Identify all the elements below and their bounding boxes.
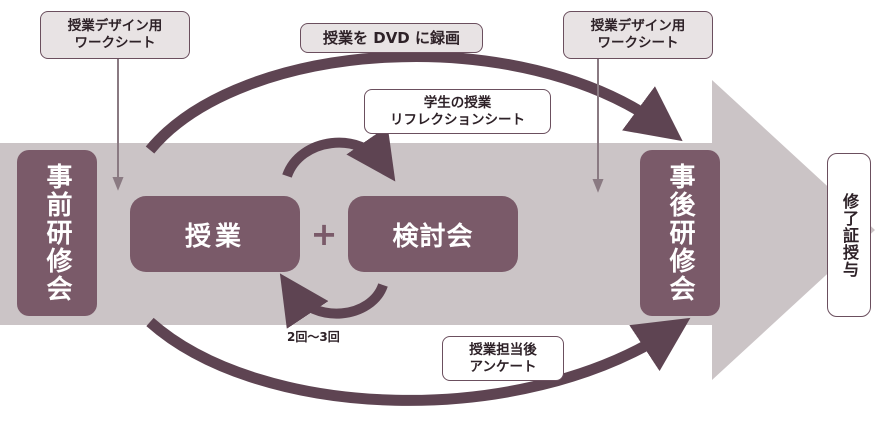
dvd-record-text: 授業を DVD に録画: [323, 28, 460, 47]
bottom-arc-arrow: [146, 317, 691, 406]
design-worksheet-label-right: 授業デザイン用 ワークシート: [563, 11, 713, 59]
survey-line1: 授業担当後: [469, 341, 537, 358]
plus-sign: +: [310, 215, 338, 253]
repeat-count-label: 2回〜3回: [287, 330, 340, 344]
review-meeting-box: 検討会: [348, 196, 518, 272]
top-arc-arrow: [145, 51, 683, 154]
student-reflection-line1: 学生の授業: [423, 94, 492, 111]
design-worksheet-left-line1: 授業デザイン用: [67, 18, 163, 34]
design-worksheet-right-line1: 授業デザイン用: [590, 18, 686, 34]
student-reflection-line2: リフレクションシート: [390, 111, 525, 128]
survey-line2: アンケート: [469, 358, 537, 375]
design-worksheet-right-line2: ワークシート: [597, 35, 679, 51]
post-training-box: 事後研修会: [640, 150, 720, 316]
student-reflection-label: 学生の授業 リフレクションシート: [364, 89, 551, 134]
cycle-arrow-lower: [279, 273, 388, 329]
dvd-record-label: 授業を DVD に録画: [300, 23, 483, 53]
pre-training-box: 事前研修会: [17, 150, 97, 316]
certificate-award-box: 修了証授与: [827, 153, 871, 317]
design-worksheet-left-line2: ワークシート: [74, 35, 156, 51]
design-worksheet-label-left: 授業デザイン用 ワークシート: [40, 11, 190, 59]
cycle-arrow-upper: [282, 126, 396, 182]
lesson-box: 授業: [130, 196, 300, 272]
survey-label: 授業担当後 アンケート: [442, 336, 564, 381]
